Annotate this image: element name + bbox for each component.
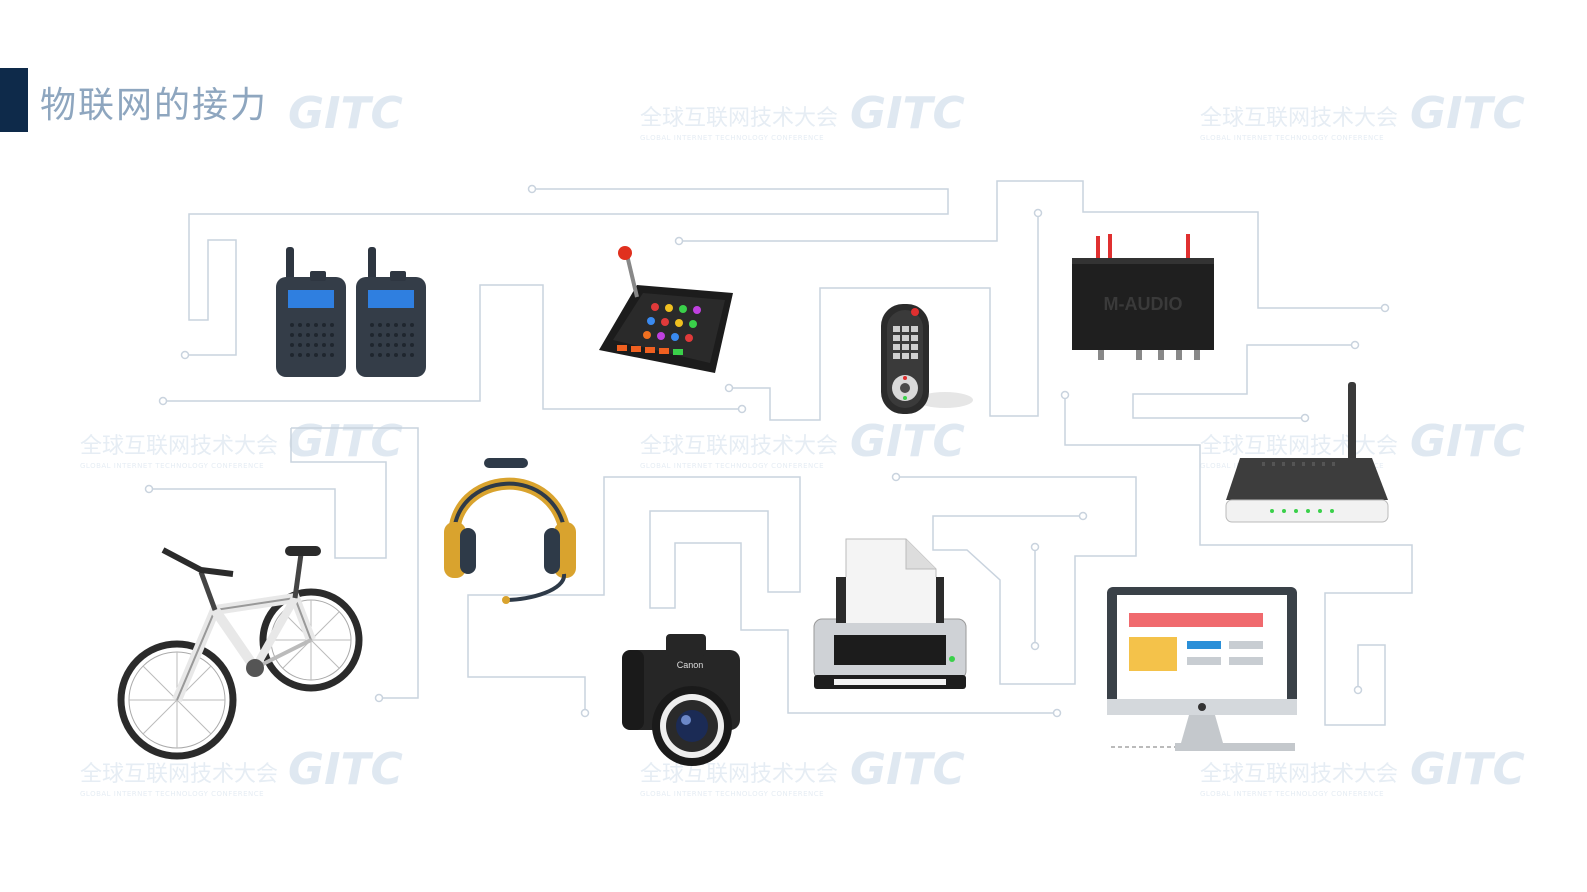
joystick-panel-icon bbox=[599, 246, 733, 373]
watermark-en: GLOBAL INTERNET TECHNOLOGY CONFERENCE bbox=[640, 462, 825, 470]
watermark-en: GLOBAL INTERNET TECHNOLOGY CONFERENCE bbox=[1200, 790, 1385, 798]
watermark-cn: 全球互联网技术大会 bbox=[1200, 762, 1399, 787]
watermark: 全球互联网技术大会 GLOBAL INTERNET TECHNOLOGY CONF… bbox=[80, 756, 278, 798]
watermark-cn: 全球互联网技术大会 bbox=[640, 106, 839, 131]
watermark-logo: GITC bbox=[288, 88, 403, 139]
watermark-en: GLOBAL INTERNET TECHNOLOGY CONFERENCE bbox=[640, 134, 825, 142]
watermark-logo: GITC bbox=[1410, 744, 1525, 795]
bicycle-icon bbox=[117, 546, 363, 760]
watermark: 全球互联网技术大会 GLOBAL INTERNET TECHNOLOGY CONF… bbox=[1200, 100, 1398, 142]
audio-box-icon: M-AUDIO bbox=[1072, 234, 1214, 360]
watermark: 全球互联网技术大会 GLOBAL INTERNET TECHNOLOGY CONF… bbox=[640, 756, 838, 798]
watermark-cn: 全球互联网技术大会 bbox=[640, 762, 839, 787]
watermark: 全球互联网技术大会 GLOBAL INTERNET TECHNOLOGY CONF… bbox=[640, 428, 838, 470]
watermark: 全球互联网技术大会 GLOBAL INTERNET TECHNOLOGY CONF… bbox=[640, 100, 838, 142]
printer-icon bbox=[813, 538, 967, 689]
watermark: 全球互联网技术大会 GLOBAL INTERNET TECHNOLOGY CONF… bbox=[80, 428, 278, 470]
watermark-cn: 全球互联网技术大会 bbox=[640, 434, 839, 459]
watermark: 全球互联网技术大会 GLOBAL INTERNET TECHNOLOGY CONF… bbox=[1200, 756, 1398, 798]
camera-icon: Canon bbox=[622, 634, 740, 766]
walkie-talkie-icon bbox=[276, 247, 426, 377]
watermark-logo: GITC bbox=[288, 744, 403, 795]
watermark-cn: 全球互联网技术大会 bbox=[1200, 434, 1399, 459]
watermark-logo: GITC bbox=[850, 416, 965, 467]
monitor-icon bbox=[1107, 587, 1297, 751]
watermark-logo: GITC bbox=[288, 416, 403, 467]
remote-icon bbox=[881, 304, 973, 414]
camera-brand-label: Canon bbox=[677, 660, 704, 670]
watermark-logo: GITC bbox=[1410, 416, 1525, 467]
watermark-cn: 全球互联网技术大会 bbox=[1200, 106, 1399, 131]
watermark-en: GLOBAL INTERNET TECHNOLOGY CONFERENCE bbox=[640, 790, 825, 798]
watermark-logo: GITC bbox=[1410, 88, 1525, 139]
watermark-en: GLOBAL INTERNET TECHNOLOGY CONFERENCE bbox=[80, 790, 265, 798]
watermark-logo: GITC bbox=[850, 88, 965, 139]
watermark-cn: 全球互联网技术大会 bbox=[80, 434, 279, 459]
audio-brand-label: M-AUDIO bbox=[1104, 294, 1183, 314]
headphones-icon bbox=[444, 458, 576, 604]
title-accent-bar bbox=[0, 68, 28, 132]
watermark-cn: 全球互联网技术大会 bbox=[80, 762, 279, 787]
router-icon bbox=[1225, 382, 1389, 523]
watermark-en: GLOBAL INTERNET TECHNOLOGY CONFERENCE bbox=[80, 462, 265, 470]
watermark-logo: GITC bbox=[850, 744, 965, 795]
watermark-en: GLOBAL INTERNET TECHNOLOGY CONFERENCE bbox=[1200, 134, 1385, 142]
page-title: 物联网的接力 bbox=[40, 85, 269, 126]
